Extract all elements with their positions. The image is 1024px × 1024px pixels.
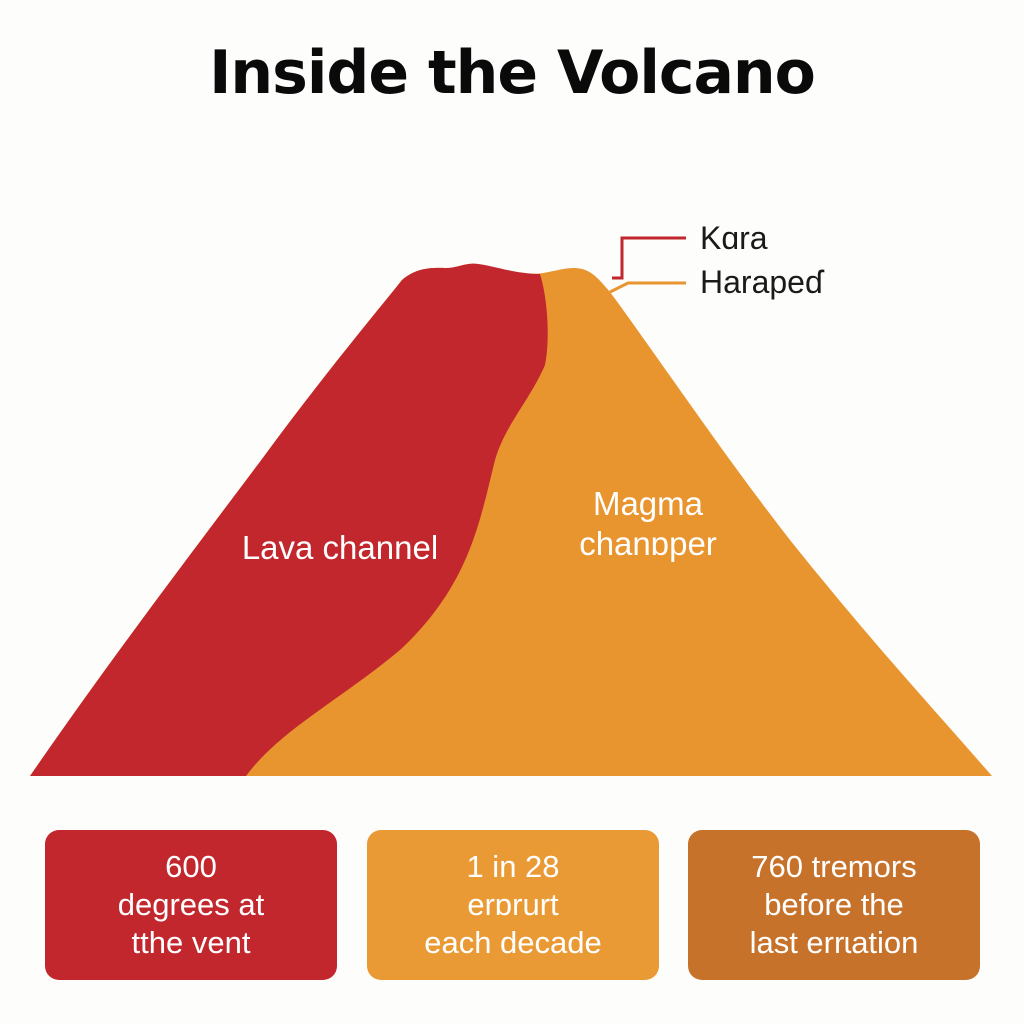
stat-card-tremors: 760 tremors before the last errɩation	[688, 830, 980, 980]
lava-channel-region	[30, 263, 548, 777]
lava-channel-label: Lava channel	[210, 528, 470, 568]
magma-chamber-label-line-1: Magma	[592, 485, 704, 522]
stat-line: 600	[165, 849, 217, 885]
stat-line: 760 tremors	[751, 849, 917, 885]
magma-chamber-label-line-2: chanɒper	[579, 525, 717, 563]
stat-line: tthe vent	[131, 924, 251, 960]
stat-line: last errɩation	[749, 924, 919, 960]
lava-channel-label-line: Lava channel	[241, 529, 439, 566]
stat-line: erɒrurt	[467, 887, 559, 923]
magma-chamber-label: Magma chanɒper	[528, 484, 768, 565]
volcano-diagram	[30, 236, 992, 777]
stat-card-frequency: 1 in 28 erɒrurt each decade	[367, 830, 659, 980]
callout-line-bottom	[609, 281, 686, 294]
stat-card-temperature: 600 degrees at tthe vent	[45, 830, 337, 980]
stat-line: degrees at	[117, 887, 265, 923]
stat-line: 1 in 28	[466, 849, 560, 885]
callout-label-top: Kɑra	[700, 220, 768, 256]
page-title: Inside the Volcano	[209, 38, 816, 108]
stat-line: before the	[764, 887, 904, 923]
stat-line: each decade	[424, 924, 602, 960]
callout-label-bottom: Harapeɗ	[700, 264, 823, 300]
callout-line-top	[612, 236, 686, 280]
